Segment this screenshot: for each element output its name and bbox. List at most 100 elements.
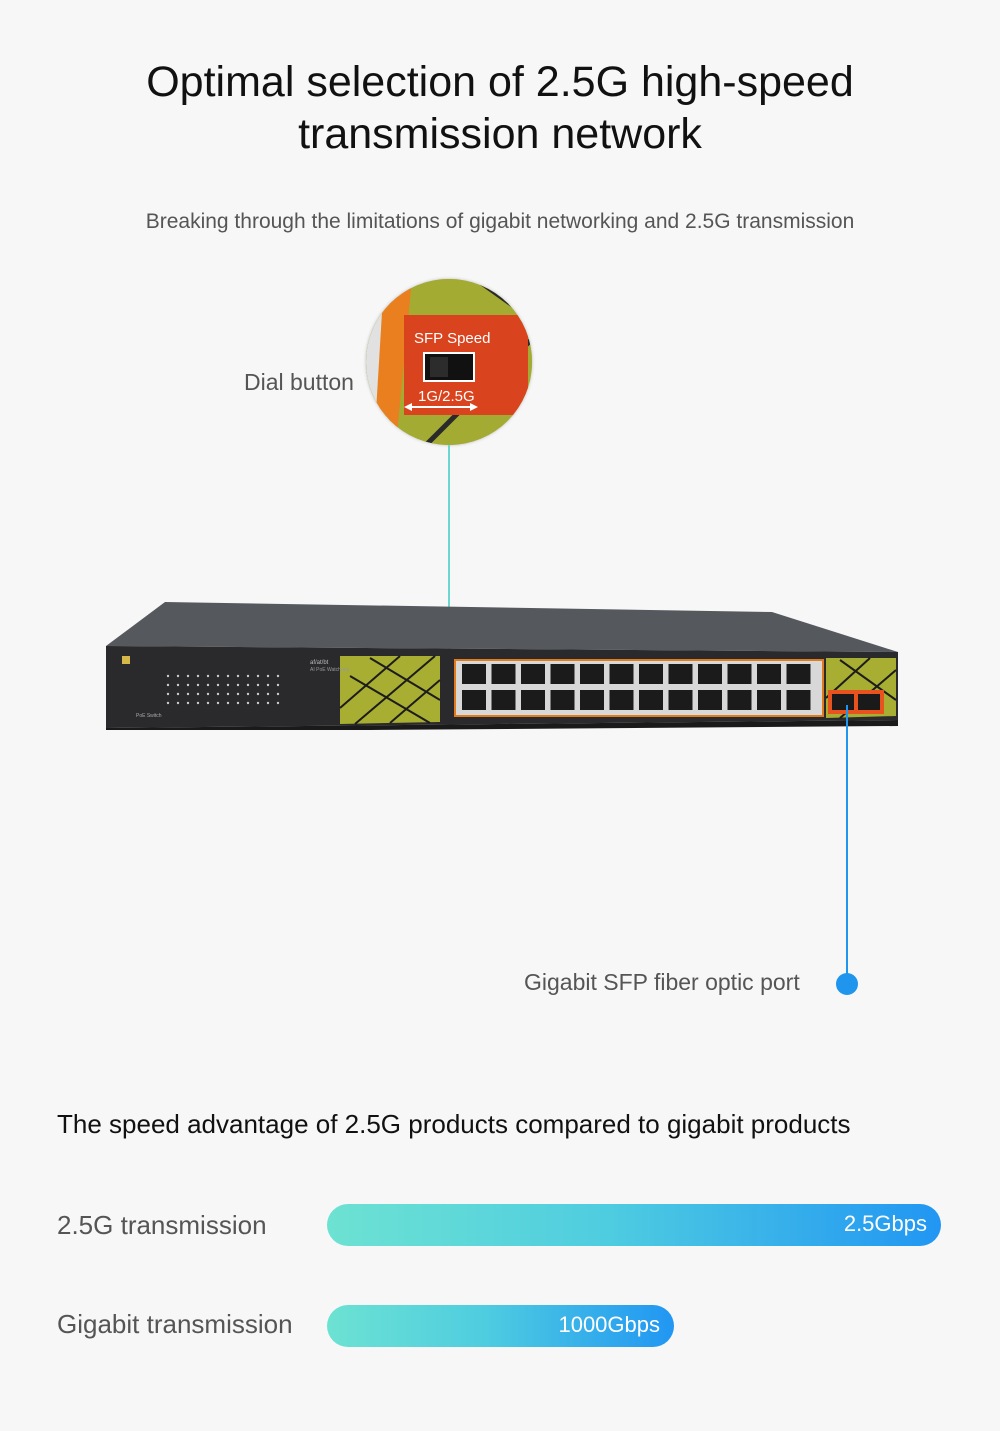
rj45-port (491, 664, 516, 684)
dial-switch-closeup: SFP Speed 1G/2.5G (366, 279, 532, 445)
page-title: Optimal selection of 2.5G high-speed tra… (0, 56, 1000, 160)
status-led (176, 683, 180, 687)
rj45-port (639, 690, 663, 710)
status-led (276, 683, 280, 687)
bar-2-5g-transmission: 2.5Gbps (327, 1204, 941, 1246)
speed-comparison-heading: The speed advantage of 2.5G products com… (57, 1109, 851, 1139)
dial-button-zoom: SFP Speed 1G/2.5G (366, 279, 532, 445)
rj45-port (668, 690, 693, 710)
device-model-subtext: AI PoE Watchdog (310, 667, 349, 673)
status-led (236, 674, 240, 678)
rj45-port (521, 690, 545, 710)
rj45-port (550, 690, 575, 710)
status-led (186, 701, 190, 705)
status-led (166, 701, 170, 705)
status-led (186, 692, 190, 696)
status-led (276, 692, 280, 696)
status-led (266, 692, 270, 696)
status-led (176, 701, 180, 705)
status-led (226, 674, 230, 678)
sfp-port-leader-line (846, 705, 848, 985)
dial-button-leader-line (448, 445, 450, 695)
status-led (256, 701, 260, 705)
rj45-port (639, 664, 663, 684)
status-led (226, 692, 230, 696)
rj45-port (727, 690, 752, 710)
rj45-port (462, 664, 486, 684)
status-led (236, 692, 240, 696)
rj45-port (786, 690, 811, 710)
status-led (206, 683, 210, 687)
status-led (216, 674, 220, 678)
bar-value-2-5g: 2.5Gbps (843, 1211, 927, 1236)
status-led (226, 683, 230, 687)
status-led (196, 674, 200, 678)
status-led (246, 701, 250, 705)
status-led (226, 701, 230, 705)
rj45-port (757, 690, 781, 710)
rj45-port (698, 690, 722, 710)
status-led (166, 683, 170, 687)
status-led (196, 692, 200, 696)
bar-label-gigabit: Gigabit transmission (57, 1309, 293, 1339)
status-led-panel (166, 674, 280, 705)
rj45-port (609, 690, 634, 710)
poe-switch-device: af/at/bt AI PoE Watchdog PoE Switch (100, 598, 900, 735)
bar-label-2-5g: 2.5G transmission (57, 1210, 267, 1240)
status-led (166, 674, 170, 678)
status-led (246, 674, 250, 678)
status-led (276, 701, 280, 705)
status-led (256, 692, 260, 696)
status-led (206, 692, 210, 696)
status-led (166, 692, 170, 696)
rj45-port (609, 664, 634, 684)
sfp-port-2 (858, 694, 880, 710)
rj45-port (727, 664, 752, 684)
rj45-port (757, 664, 781, 684)
status-led (186, 683, 190, 687)
status-led (236, 701, 240, 705)
status-led (256, 683, 260, 687)
status-led (266, 701, 270, 705)
rj45-port-array (462, 664, 811, 710)
status-led (266, 683, 270, 687)
poe-switch-illustration: af/at/bt AI PoE Watchdog PoE Switch (106, 602, 898, 732)
rj45-port (580, 664, 604, 684)
status-led (266, 674, 270, 678)
rj45-port (550, 664, 575, 684)
sfp-port-callout: Gigabit SFP fiber optic port (524, 969, 800, 995)
rj45-port (521, 664, 545, 684)
rj45-port (462, 690, 486, 710)
rj45-port (580, 690, 604, 710)
status-led (206, 701, 210, 705)
status-led (176, 692, 180, 696)
status-led (186, 674, 190, 678)
rj45-port (491, 690, 516, 710)
brand-logo-icon (122, 656, 130, 664)
sfp-port-marker-dot (836, 973, 858, 995)
rj45-port (786, 664, 811, 684)
status-led (236, 683, 240, 687)
status-led (246, 692, 250, 696)
sfp-speed-values: 1G/2.5G (418, 388, 475, 405)
status-led (276, 674, 280, 678)
rj45-port (698, 664, 722, 684)
device-footer-text: PoE Switch (136, 713, 162, 719)
status-led (246, 683, 250, 687)
status-led (256, 674, 260, 678)
page-title-line-2: transmission network (298, 110, 702, 158)
status-led (176, 674, 180, 678)
page-subtitle: Breaking through the limitations of giga… (145, 210, 855, 233)
status-led (216, 692, 220, 696)
status-led (216, 683, 220, 687)
status-led (206, 674, 210, 678)
sfp-port-1 (832, 694, 854, 710)
bar-value-gigabit: 1000Gbps (558, 1312, 660, 1337)
dial-button-callout: Dial button (244, 369, 354, 395)
status-led (196, 683, 200, 687)
rj45-port (668, 664, 693, 684)
page-title-line-1: Optimal selection of 2.5G high-speed (146, 58, 854, 106)
bar-gigabit-transmission: 1000Gbps (327, 1305, 674, 1347)
status-led (196, 701, 200, 705)
sfp-speed-label: SFP Speed (414, 330, 490, 347)
